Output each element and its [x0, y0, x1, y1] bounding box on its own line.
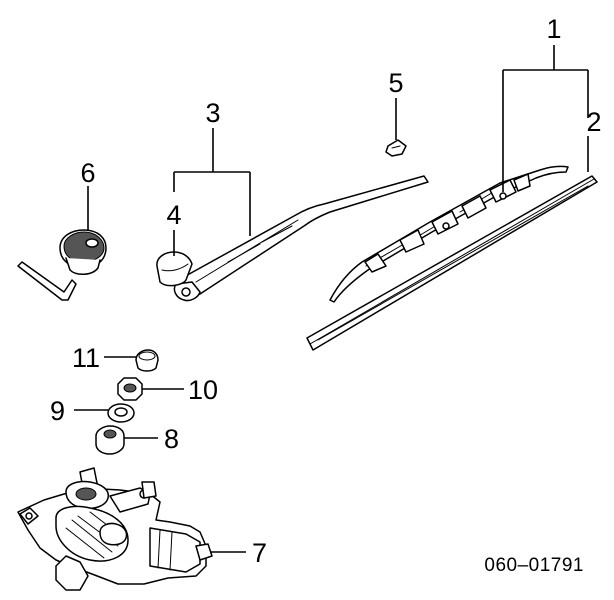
nut: [117, 377, 143, 401]
callout-4: 4: [166, 200, 181, 230]
callout-5: 5: [388, 68, 403, 98]
leader-lines: [74, 45, 589, 553]
callout-6: 6: [80, 158, 95, 188]
callout-11: 11: [72, 343, 100, 373]
callout-1: 1: [546, 14, 561, 44]
washer: [107, 403, 135, 423]
callout-9: 9: [50, 396, 65, 426]
callout-labels: 1 2 3 4 5 6 7 8 9 10 11 060–01791: [50, 14, 602, 576]
washer-nozzle: [17, 229, 107, 301]
wiper-motor: [17, 467, 213, 591]
callout-8: 8: [164, 424, 179, 454]
callout-2: 2: [586, 107, 601, 137]
callout-3: 3: [205, 98, 220, 128]
callout-10: 10: [188, 375, 218, 405]
drawing-code: 060–01791: [484, 555, 584, 576]
bushing: [95, 425, 125, 455]
clip: [385, 139, 407, 157]
callout-7: 7: [252, 538, 267, 568]
wiper-arm: [173, 175, 429, 302]
pivot-cap: [156, 251, 193, 287]
wiper-blade-frame: [329, 165, 569, 303]
cap-nut: [135, 349, 159, 372]
wiper-blade-rubber: [306, 175, 598, 351]
